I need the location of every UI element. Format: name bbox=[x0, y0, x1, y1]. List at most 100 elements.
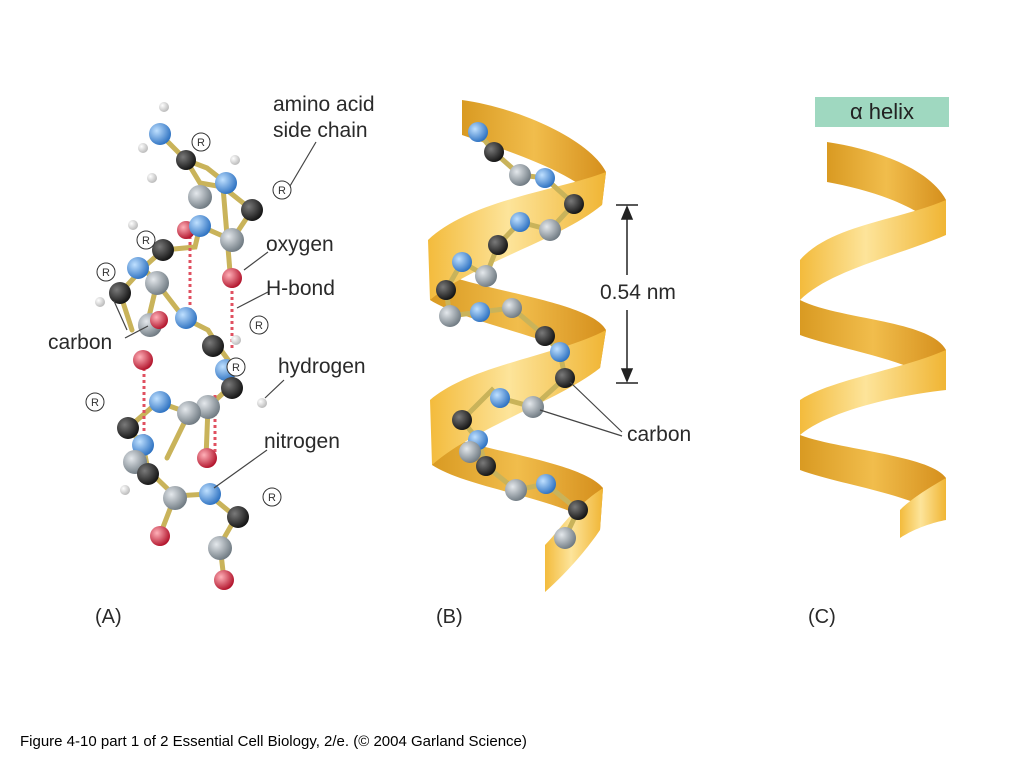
nitrogen-atom bbox=[199, 483, 221, 505]
r-group-circle bbox=[262, 487, 282, 507]
hydrogen-atom bbox=[120, 485, 130, 495]
carbon-atom bbox=[227, 506, 249, 528]
label-hydrogen: hydrogen bbox=[278, 355, 366, 378]
r-group-circle bbox=[249, 315, 269, 335]
carbon-atom bbox=[452, 410, 472, 430]
panel-c-ribbon bbox=[800, 142, 946, 538]
nitrogen-atom bbox=[490, 388, 510, 408]
nitrogen-atom bbox=[175, 307, 197, 329]
hydrogen-atom bbox=[159, 102, 169, 112]
label-nitrogen: nitrogen bbox=[264, 430, 340, 453]
oxygen-atom bbox=[133, 350, 153, 370]
alpha-carbon-atom bbox=[502, 298, 522, 318]
nitrogen-atom bbox=[536, 474, 556, 494]
alpha-carbon-atom bbox=[539, 219, 561, 241]
arrow-up-icon bbox=[620, 205, 634, 220]
alpha-carbon-atom bbox=[439, 305, 461, 327]
nitrogen-atom bbox=[535, 168, 555, 188]
carbon-atom bbox=[568, 500, 588, 520]
ribbon-atoms bbox=[436, 122, 588, 549]
leader-line bbox=[289, 141, 317, 187]
hydrogen-atom bbox=[230, 155, 240, 165]
label-side-chain: side chain bbox=[273, 119, 368, 142]
r-group-circle bbox=[226, 357, 246, 377]
ribbon-back-segment bbox=[800, 300, 946, 390]
hydrogen-atom bbox=[128, 220, 138, 230]
carbon-atom bbox=[436, 280, 456, 300]
r-group-text: R bbox=[102, 267, 110, 279]
r-group-markers bbox=[85, 132, 292, 507]
r-group-text: R bbox=[142, 235, 150, 247]
oxygen-atom bbox=[150, 311, 168, 329]
alpha-carbon-atom bbox=[509, 164, 531, 186]
carbon-atom bbox=[564, 194, 584, 214]
alpha-carbon-atom bbox=[459, 441, 481, 463]
carbon-b-leaders bbox=[539, 381, 623, 437]
panel-b-ribbon bbox=[428, 100, 638, 592]
r-group-circle bbox=[272, 180, 292, 200]
leader-line bbox=[569, 381, 623, 433]
carbon-atom bbox=[488, 235, 508, 255]
carbon-atom bbox=[202, 335, 224, 357]
carbon-atom bbox=[137, 463, 159, 485]
panel-label-a: (A) bbox=[95, 606, 122, 628]
panel-label-b: (B) bbox=[436, 606, 463, 628]
leader-line bbox=[113, 300, 128, 331]
hydrogen-atom bbox=[231, 335, 241, 345]
carbon-atom bbox=[221, 377, 243, 399]
nitrogen-atom bbox=[149, 123, 171, 145]
nitrogen-atom bbox=[470, 302, 490, 322]
ribbon-back-segment bbox=[800, 435, 946, 520]
oxygen-atom bbox=[214, 570, 234, 590]
alpha-carbon-atom bbox=[188, 185, 212, 209]
alpha-carbon-atom bbox=[475, 265, 497, 287]
carbon-atom bbox=[555, 368, 575, 388]
carbon-atom bbox=[109, 282, 131, 304]
ribbon-front-segment bbox=[800, 350, 946, 435]
hydrogen-atom bbox=[147, 173, 157, 183]
alpha-carbon-atom bbox=[208, 536, 232, 560]
label-distance: 0.54 nm bbox=[600, 281, 676, 304]
leader-line bbox=[539, 409, 623, 437]
ribbon-front-segment bbox=[900, 478, 946, 538]
r-group-text: R bbox=[268, 492, 276, 504]
alpha-carbon-atom bbox=[145, 271, 169, 295]
alpha-carbon-atom bbox=[220, 228, 244, 252]
atoms bbox=[95, 102, 267, 590]
nitrogen-atom bbox=[215, 172, 237, 194]
carbon-atom bbox=[152, 239, 174, 261]
leader-line bbox=[236, 291, 269, 309]
alpha-carbon-atom bbox=[177, 401, 201, 425]
oxygen-atom bbox=[150, 526, 170, 546]
carbon-atom bbox=[476, 456, 496, 476]
label-carbon-b: carbon bbox=[627, 423, 692, 446]
distance-marker bbox=[616, 204, 638, 384]
carbon-atom bbox=[176, 150, 196, 170]
alpha-carbon-atom bbox=[554, 527, 576, 549]
r-group-circle bbox=[191, 132, 211, 152]
label-amino-acid: amino acid bbox=[273, 93, 375, 116]
ribbon-front-segment bbox=[428, 172, 606, 300]
oxygen-atom bbox=[197, 448, 217, 468]
hydrogen-atom bbox=[138, 143, 148, 153]
r-group-circle bbox=[85, 392, 105, 412]
panel-label-c: (C) bbox=[808, 606, 836, 628]
nitrogen-atom bbox=[550, 342, 570, 362]
label-h-bond: H-bond bbox=[266, 277, 335, 300]
nitrogen-atom bbox=[510, 212, 530, 232]
figure-caption: Figure 4-10 part 1 of 2 Essential Cell B… bbox=[20, 733, 527, 750]
nitrogen-atom bbox=[189, 215, 211, 237]
leader-line bbox=[243, 251, 269, 271]
hydrogen-bonds bbox=[142, 236, 234, 456]
r-group-text: R bbox=[91, 397, 99, 409]
alpha-carbon-atom bbox=[522, 396, 544, 418]
hydrogen-atom bbox=[95, 297, 105, 307]
ribbon-front-segment bbox=[800, 200, 946, 300]
ribbon-back-segment bbox=[462, 100, 606, 205]
carbon-atom bbox=[241, 199, 263, 221]
r-group-text: R bbox=[232, 362, 240, 374]
oxygen-atom bbox=[222, 268, 242, 288]
nitrogen-atom bbox=[127, 257, 149, 279]
carbon-atom bbox=[117, 417, 139, 439]
